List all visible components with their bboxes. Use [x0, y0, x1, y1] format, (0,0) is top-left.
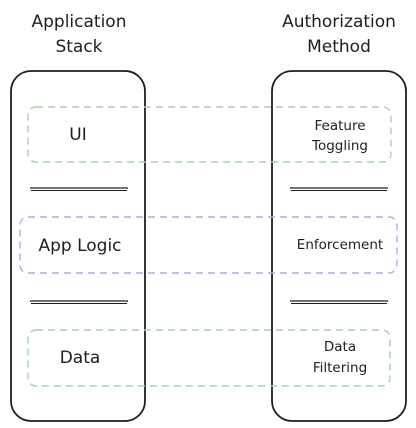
feature-toggling-label-line-2: Toggling — [311, 138, 368, 154]
data-filtering-label-line-1: Data — [324, 339, 356, 355]
app-stack-column — [10, 70, 146, 422]
auth-method-divider-1 — [290, 187, 388, 192]
enforcement-label: Enforcement — [297, 237, 383, 253]
app-logic-layer-band — [19, 216, 398, 274]
data-layer-label: Data — [60, 348, 101, 368]
auth-method-divider-2 — [290, 300, 388, 305]
auth-method-heading-line-2: Method — [307, 37, 371, 57]
auth-method-heading-line-1: Authorization — [282, 12, 396, 32]
app-stack-divider-1 — [30, 187, 128, 192]
auth-method-column — [271, 70, 407, 422]
data-layer-band — [27, 329, 391, 387]
ui-layer-band — [27, 106, 392, 163]
ui-layer-label: UI — [69, 125, 86, 145]
app-stack-heading-line-1: Application — [32, 12, 127, 32]
app-stack-heading-line-2: Stack — [55, 37, 102, 57]
feature-toggling-label-line-1: Feature — [314, 118, 365, 134]
data-filtering-label-line-2: Filtering — [313, 360, 367, 376]
app-logic-layer-label: App Logic — [38, 236, 121, 256]
app-stack-divider-2 — [30, 300, 128, 305]
